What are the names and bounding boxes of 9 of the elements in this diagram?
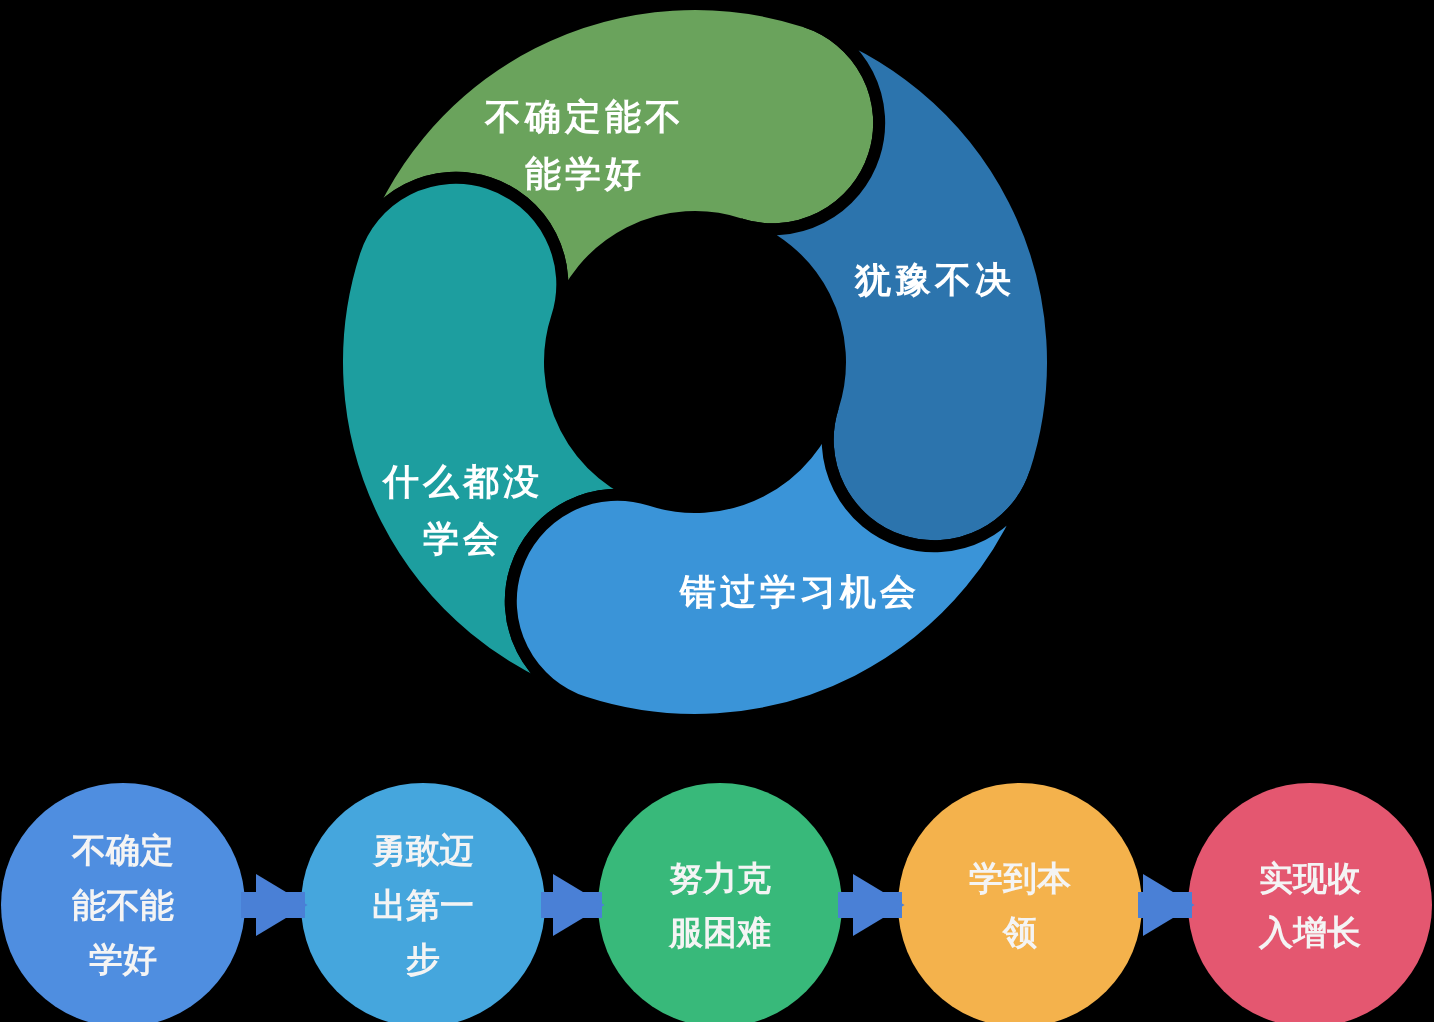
segment-label: 错过学习机会 (678, 570, 921, 614)
step-label: 不确定能不能学好 (70, 829, 175, 982)
step-label: 学到本领 (968, 856, 1072, 954)
segment-label: 什么都没学会 (381, 459, 544, 562)
step-label: 实现收入增长 (1258, 856, 1362, 954)
segment-label: 不确定能不能学好 (484, 94, 686, 197)
step-label: 努力克服困难 (667, 856, 772, 954)
segment-label: 犹豫不决 (853, 258, 1016, 302)
step-label: 勇敢迈出第一步 (371, 829, 475, 982)
